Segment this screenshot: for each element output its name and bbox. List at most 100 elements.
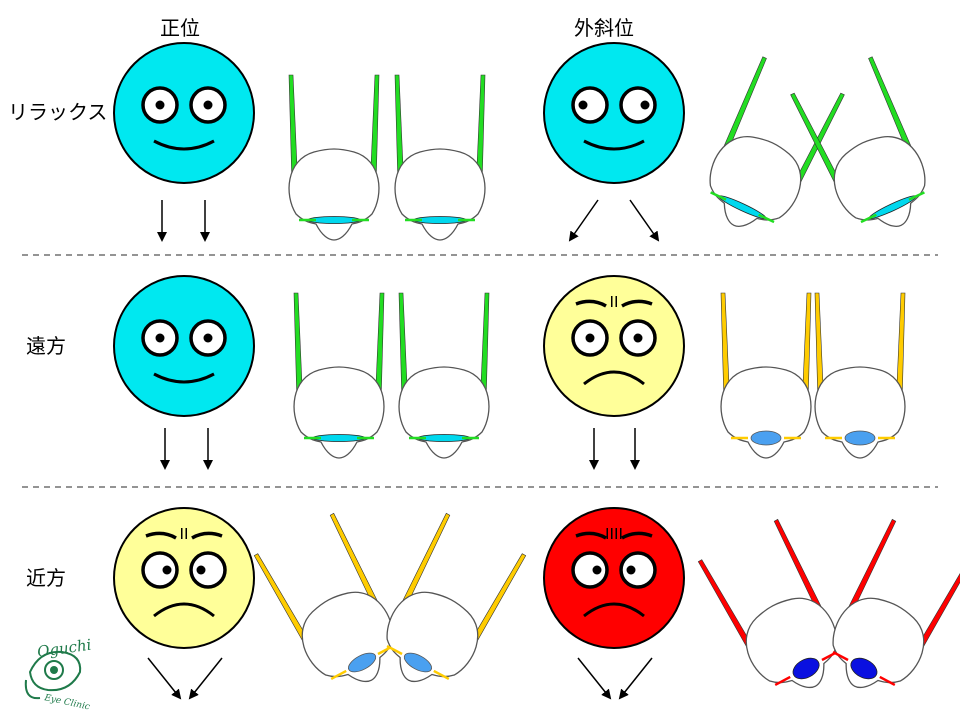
column-header-normal: 正位	[160, 16, 200, 40]
eye-ciliary	[330, 669, 347, 681]
eye-ciliary	[758, 213, 775, 224]
eyeball	[398, 292, 490, 459]
eye-lens	[750, 430, 782, 446]
logo-eye-icon	[50, 666, 58, 674]
face-brow	[621, 531, 653, 540]
eye-globe	[394, 148, 486, 241]
face-pupil	[203, 100, 213, 110]
face-pupil	[196, 565, 206, 575]
face-eye	[571, 86, 609, 124]
face-pupil	[162, 565, 172, 575]
face-eye	[571, 551, 609, 589]
face-pupil	[640, 100, 650, 110]
eyeball	[814, 292, 906, 459]
eye-lens	[403, 652, 432, 673]
face-brow	[621, 299, 653, 308]
gaze-arrow	[618, 657, 653, 700]
eyeball-pair-relax-normal	[288, 74, 486, 241]
eye-ciliary	[908, 191, 925, 201]
face-pupil	[585, 333, 595, 343]
face-circle	[113, 275, 255, 417]
eyeball	[709, 56, 845, 227]
eyeball	[697, 518, 838, 689]
eyeball-pair-far-exo	[720, 292, 906, 459]
eye-ciliary	[832, 650, 849, 662]
eye-lens	[348, 652, 377, 673]
face-brow	[145, 531, 177, 540]
face-pupil	[633, 333, 643, 343]
face-pupil	[203, 333, 213, 343]
face-pupil	[626, 565, 636, 575]
eyeball	[720, 292, 812, 459]
face-eye	[619, 551, 657, 589]
logo-name: Oguchi	[36, 636, 93, 661]
logo-subtitle: Eye Clinic	[42, 693, 90, 713]
face-far-exo	[543, 275, 685, 417]
eyeball	[293, 292, 385, 459]
face-brow	[191, 531, 223, 540]
eyeball	[288, 74, 380, 241]
face-circle	[543, 507, 685, 649]
face-circle	[543, 275, 685, 417]
eye-ciliary	[860, 213, 877, 224]
eye-lens	[844, 430, 876, 446]
eyeball-pair-relax-exo	[709, 56, 926, 227]
eyeball-pair-far-normal	[293, 292, 490, 459]
eye-ciliary	[433, 669, 450, 681]
column-header-exophoria: 外斜位	[574, 16, 634, 40]
face-relax-exo	[543, 42, 685, 184]
gaze-arrow	[577, 657, 612, 700]
face-mouth	[583, 139, 645, 151]
eyeballs-layer	[253, 56, 960, 689]
eye-globe	[832, 597, 925, 689]
eyeball	[386, 512, 527, 683]
eyeball-pair-near-exo	[697, 518, 960, 689]
eye-globe	[293, 366, 385, 459]
gaze-arrow	[147, 657, 182, 700]
eye-lens	[850, 657, 878, 680]
face-mouth	[153, 139, 215, 151]
faces-layer	[113, 42, 685, 649]
clinic-logo: Oguchi Eye Clinic	[24, 636, 93, 713]
eyeball	[253, 512, 394, 683]
face-relax-normal	[113, 42, 255, 184]
eye-globe	[288, 148, 380, 241]
gaze-arrow	[568, 199, 599, 242]
gaze-arrow	[629, 199, 660, 242]
eye-lens	[792, 657, 820, 680]
face-circle	[543, 42, 685, 184]
eye-globe	[386, 591, 479, 683]
row-label-near: 近方	[26, 566, 66, 590]
eye-ciliary	[386, 644, 403, 656]
eyeball	[394, 74, 486, 241]
face-mouth	[583, 370, 645, 386]
eyeball	[832, 518, 960, 689]
row-label-far: 遠方	[26, 334, 66, 358]
face-mouth	[153, 602, 215, 618]
face-pupil	[155, 100, 165, 110]
eye-globe	[709, 136, 802, 227]
eye-globe	[833, 136, 926, 227]
gaze-arrows	[147, 199, 660, 700]
face-near-exo	[543, 507, 685, 649]
eyeball	[790, 56, 926, 227]
face-eye	[189, 551, 227, 589]
logo-eye-icon	[28, 650, 82, 692]
face-eye	[619, 86, 657, 124]
face-brow	[575, 299, 607, 308]
face-brow	[575, 531, 607, 540]
face-circle	[113, 507, 255, 649]
face-near-normal	[113, 507, 255, 649]
gaze-arrow	[188, 657, 223, 700]
eye-globe	[398, 366, 490, 459]
face-pupil	[578, 100, 588, 110]
face-pupil	[592, 565, 602, 575]
eye-ciliary	[774, 675, 791, 687]
face-eye	[141, 551, 179, 589]
face-far-normal	[113, 275, 255, 417]
eyeball-pair-near-normal	[253, 512, 527, 683]
eye-ciliary	[710, 191, 727, 201]
face-mouth	[583, 602, 645, 618]
logo-eye-icon	[24, 679, 41, 700]
